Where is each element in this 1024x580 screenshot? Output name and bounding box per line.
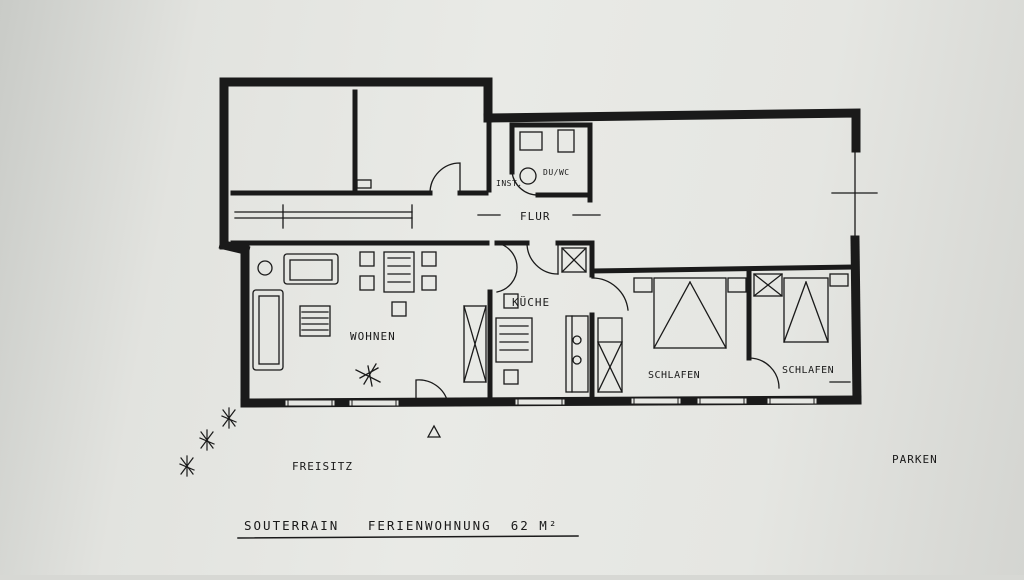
fixtures [234,129,878,438]
title-underline [237,535,579,539]
windows [285,398,817,406]
room-label-inst: INST. [496,179,523,188]
label-freisitz: FREISITZ [292,460,353,473]
interior-walls [230,89,855,401]
room-label-wohnen: WOHNEN [350,330,396,343]
label-parken: PARKEN [892,453,938,466]
room-label-bathroom: DU/WC [543,168,570,177]
room-label-schlafen-1: SCHLAFEN [648,370,700,381]
shrub-symbols [179,407,237,477]
room-label-flur: FLUR [520,210,551,223]
plan-title: SOUTERRAIN FERIENWOHNUNG 62 M² [244,518,558,533]
window-frames [287,397,815,407]
room-label-schlafen-2: SCHLAFEN [782,365,834,376]
room-label-kueche: KÜCHE [512,296,550,309]
